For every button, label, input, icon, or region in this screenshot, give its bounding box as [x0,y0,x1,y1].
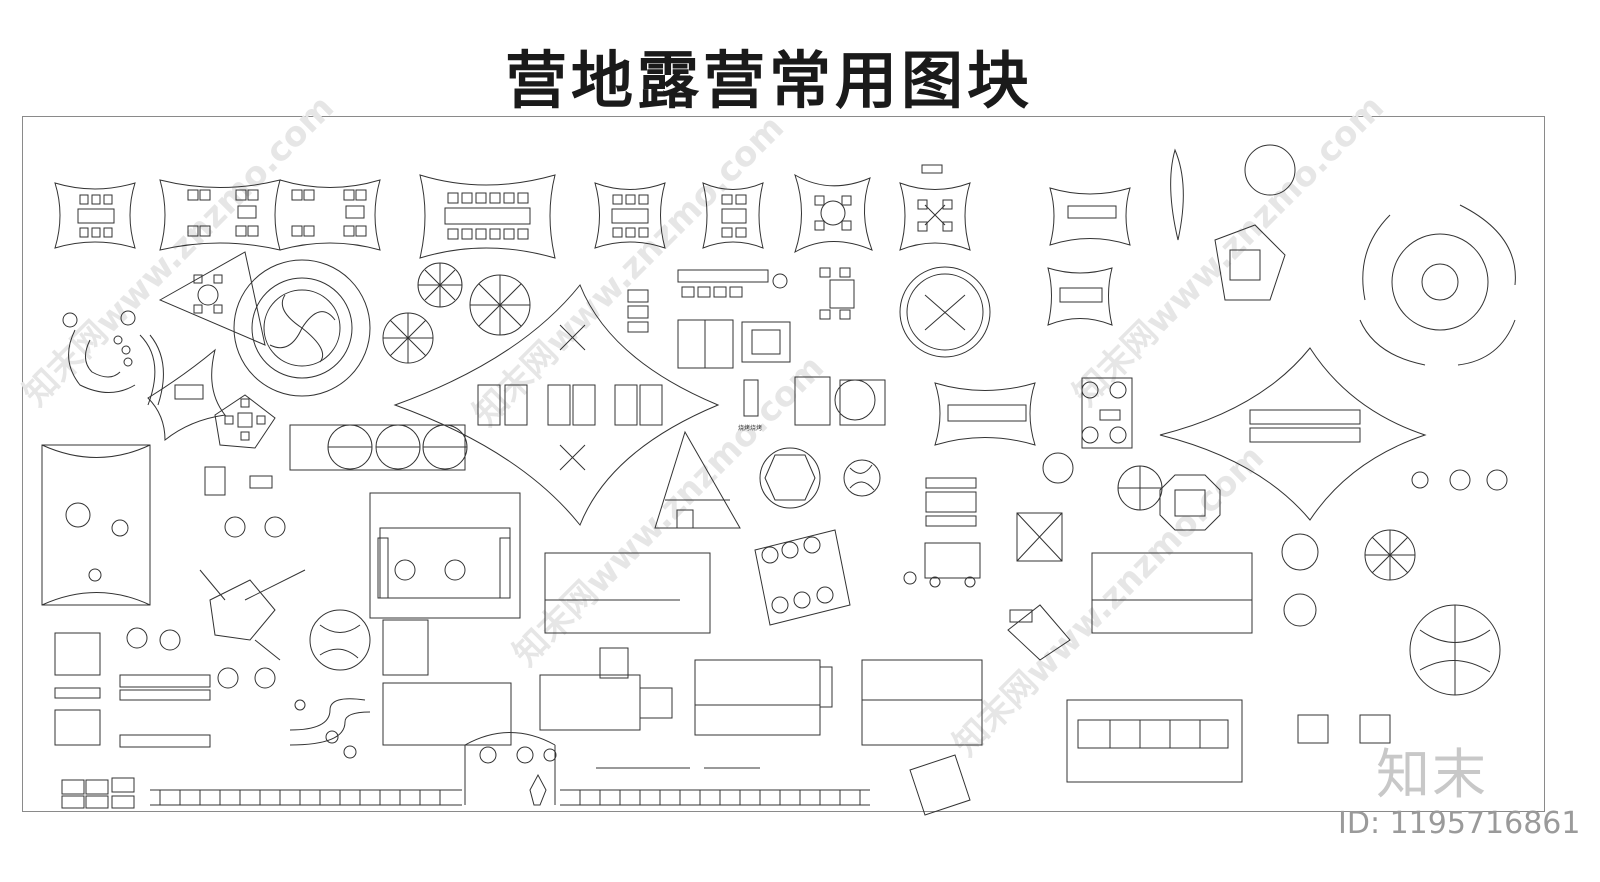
tent-block-2 [159,179,381,251]
cafe-building [369,492,521,619]
drawing-frame [22,116,1545,812]
bench-row-lower [54,632,211,748]
octagon-gazebo [1159,474,1221,531]
stacked-crates [61,777,135,809]
picnic-table-1 [819,267,855,320]
container-house-1 [544,552,711,634]
slide-playground [199,569,306,661]
deck-platform-1 [677,319,791,369]
tree-symbol-1 [843,459,881,497]
tent-block-small-left [147,348,226,442]
deck-platform-2 [539,647,673,731]
tent-block-6 [794,173,873,254]
page-title: 营地露营常用图块 [505,44,1034,117]
food-counter [677,269,788,298]
triangle-tent-round-table [158,251,266,346]
chair-set-mid [627,289,649,333]
curved-seating-left [62,310,164,406]
tall-hedge [1170,148,1184,241]
small-frame-tilted [909,754,971,816]
circle-plaza [1359,204,1516,366]
curved-stepping-path [289,698,371,759]
tent-block-right-1 [1049,187,1131,246]
octagon-tree-seat [759,447,821,509]
entrance-arch [464,732,557,806]
small-plants-right [1411,469,1508,491]
brand-watermark: 知末 [1376,743,1488,806]
tent-large-left [41,444,151,606]
tent-block-right-2 [1047,267,1113,326]
small-umbrellas-left [126,516,286,689]
tent-block-long [419,174,556,259]
long-deck-right [1091,552,1253,634]
large-canopy-tent [393,284,720,526]
fence-left [150,789,462,806]
market-cart [903,542,981,588]
table-set-right [1081,377,1133,449]
tent-block-5 [702,182,764,249]
tree-symbol-2 [309,609,371,671]
tent-block-1 [54,182,136,249]
tent-block-4 [594,182,666,249]
event-stage [1066,699,1243,783]
umbrella-right-1 [1117,465,1163,511]
image-id: ID: 1195716861 [1338,806,1581,841]
pergola-square [1016,512,1063,562]
container-house-4 [861,659,983,746]
fence-right [560,789,870,806]
umbrella-table-left [214,394,276,449]
tent-diagonal-right [1007,604,1071,661]
swing-set [204,466,273,496]
container-house-2 [382,619,512,746]
pinwheel-umbrellas [1281,529,1416,627]
tent-block-7 [899,164,971,251]
container-house-3 [694,659,833,736]
tent-block-right-3 [934,382,1036,446]
tree-symbol-4 [1042,452,1074,484]
large-canopy-right [1159,347,1427,521]
bbq-label: 烧烤烧烤 [738,424,762,432]
umbrella-row [289,424,468,471]
table-with-benches [925,477,977,527]
chair-pair-diagonal [754,529,851,626]
umbrella-cluster [382,262,531,364]
tree-symbol-3 [1244,144,1296,196]
teepee [654,430,741,529]
pentagon-pavilion [1214,224,1286,301]
chair-pair-right [1297,714,1391,744]
spiral-pool [233,259,371,397]
large-tree-right [1409,604,1501,696]
round-table-ring [899,266,991,358]
bbq-stand: 烧烤烧烤 [738,376,886,432]
